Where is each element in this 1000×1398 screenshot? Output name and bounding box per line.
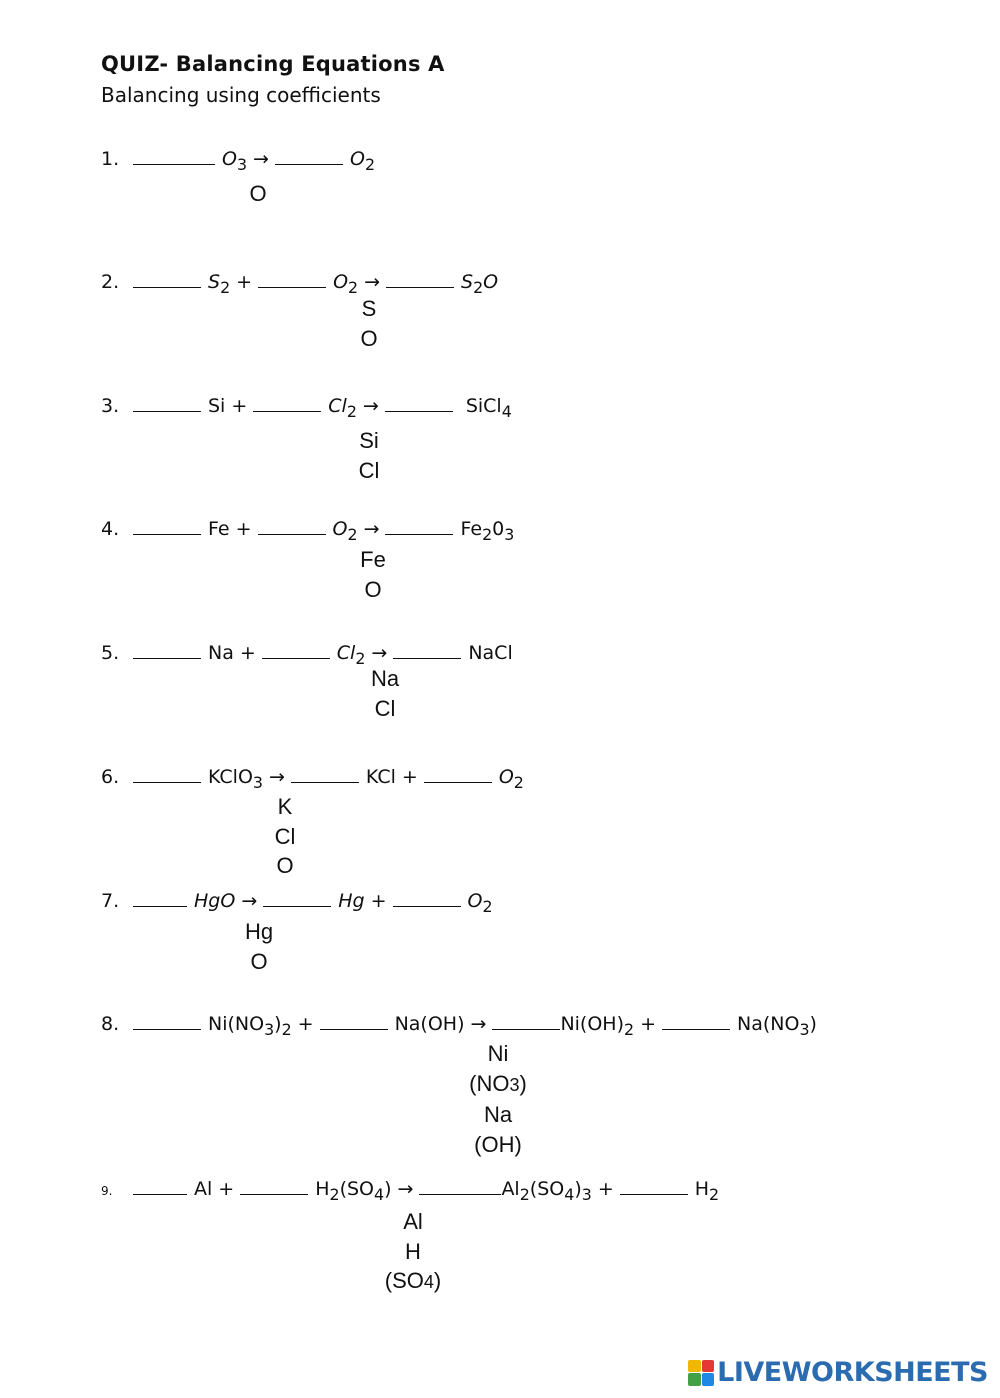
reaction-arrow: → bbox=[397, 1178, 414, 1200]
equation-6: 6.KClO3→KCl+O2 bbox=[101, 764, 524, 792]
tally-element: Cl bbox=[374, 695, 396, 721]
atom-tally: Al H (SO4) bbox=[377, 1207, 449, 1298]
equation-9: 9.Al+H2(SO4)→Al2(SO4)3+H2 bbox=[101, 1176, 720, 1204]
equation-3: 3.Si+Cl2→SiCl4 bbox=[101, 393, 512, 421]
question-number: 3. bbox=[101, 395, 120, 417]
atom-tally: S O bbox=[349, 294, 389, 353]
question-number: 6. bbox=[101, 766, 120, 788]
question-number: 2. bbox=[101, 271, 120, 293]
tally-element: Si bbox=[359, 428, 379, 453]
tally-element: Fe bbox=[360, 547, 386, 572]
tally-element: (OH) bbox=[474, 1131, 522, 1157]
quiz-subtitle: Balancing using coefficients bbox=[101, 83, 381, 107]
brand-text: LIVEWORKSHEETS bbox=[717, 1357, 988, 1388]
coefficient-blank[interactable] bbox=[133, 888, 187, 907]
liveworksheets-logo: LIVEWORKSHEETS bbox=[688, 1359, 988, 1386]
coefficient-blank[interactable] bbox=[133, 269, 201, 288]
coefficient-blank[interactable] bbox=[133, 640, 201, 659]
equation-8: 8.Ni(NO3)2+Na(OH)→Ni(OH)2+Na(NO3) bbox=[101, 1011, 817, 1039]
coefficient-blank[interactable] bbox=[393, 640, 462, 659]
coefficient-blank[interactable] bbox=[319, 1011, 388, 1030]
coefficient-blank[interactable] bbox=[257, 516, 326, 535]
coefficient-blank[interactable] bbox=[419, 1176, 502, 1195]
question-number: 9. bbox=[101, 1184, 113, 1198]
coefficient-blank[interactable] bbox=[133, 764, 201, 783]
question-number: 5. bbox=[101, 642, 120, 664]
tally-element: K bbox=[277, 794, 293, 819]
question-number: 8. bbox=[101, 1013, 120, 1035]
reaction-arrow: → bbox=[269, 766, 285, 788]
tally-element: H bbox=[405, 1238, 421, 1264]
tally-element: O bbox=[250, 948, 268, 974]
coefficient-blank[interactable] bbox=[384, 393, 453, 412]
coefficient-blank[interactable] bbox=[385, 516, 454, 535]
atom-tally: Hg O bbox=[236, 917, 282, 976]
atom-tally: K Cl O bbox=[265, 792, 305, 881]
reaction-arrow: → bbox=[364, 271, 381, 293]
reaction-arrow: → bbox=[363, 518, 380, 540]
question-number: 1. bbox=[101, 148, 120, 170]
coefficient-blank[interactable] bbox=[392, 888, 461, 907]
equation-4: 4.Fe+O2→Fe203 bbox=[101, 516, 515, 544]
coefficient-blank[interactable] bbox=[290, 764, 359, 783]
equation-1: 1.O3→O2 bbox=[101, 146, 376, 174]
equation-7: 7.HgO→Hg+O2 bbox=[101, 888, 493, 916]
coefficient-blank[interactable] bbox=[133, 146, 215, 165]
tally-element: Al bbox=[403, 1209, 423, 1234]
tally-element: O bbox=[364, 576, 382, 602]
coefficient-blank[interactable] bbox=[386, 269, 455, 288]
reaction-arrow: → bbox=[253, 148, 269, 170]
tally-element: O bbox=[249, 181, 267, 206]
coefficient-blank[interactable] bbox=[423, 764, 492, 783]
coefficient-blank[interactable] bbox=[263, 888, 332, 907]
coefficient-blank[interactable] bbox=[662, 1011, 730, 1030]
coefficient-blank[interactable] bbox=[133, 1011, 201, 1030]
tally-element: Ni bbox=[487, 1041, 509, 1066]
reaction-arrow: → bbox=[241, 890, 258, 912]
coefficient-blank[interactable] bbox=[274, 146, 343, 165]
coefficient-blank[interactable] bbox=[619, 1176, 688, 1195]
tally-element: Na bbox=[370, 666, 400, 691]
equation-2: 2.S2+O2→S2O bbox=[101, 269, 499, 297]
coefficient-blank[interactable] bbox=[492, 1011, 561, 1030]
liveworksheets-icon bbox=[688, 1359, 715, 1386]
tally-element: Na bbox=[483, 1102, 513, 1127]
tally-element: O bbox=[276, 853, 294, 878]
coefficient-blank[interactable] bbox=[253, 393, 322, 412]
tally-element: Cl bbox=[358, 457, 380, 483]
tally-element: Cl bbox=[274, 823, 296, 849]
coefficient-blank[interactable] bbox=[261, 640, 330, 659]
reaction-arrow: → bbox=[470, 1013, 487, 1035]
coefficient-blank[interactable] bbox=[133, 516, 201, 535]
atom-tally: Ni (NO3) Na (OH) bbox=[462, 1039, 534, 1159]
tally-element: O bbox=[360, 325, 378, 351]
coefficient-blank[interactable] bbox=[133, 1176, 187, 1195]
tally-element: (NO3) bbox=[469, 1070, 527, 1096]
tally-element: (SO4) bbox=[384, 1268, 442, 1293]
question-number: 7. bbox=[101, 890, 120, 912]
atom-tally: Fe O bbox=[353, 545, 393, 604]
equation-5: 5.Na+Cl2→NaCl bbox=[101, 640, 513, 668]
atom-tally: O bbox=[238, 179, 278, 209]
question-number: 4. bbox=[101, 518, 120, 540]
atom-tally: Si Cl bbox=[349, 426, 389, 485]
atom-tally: Na Cl bbox=[361, 664, 409, 723]
tally-element: Hg bbox=[244, 919, 274, 944]
reaction-arrow: → bbox=[362, 395, 379, 417]
coefficient-blank[interactable] bbox=[133, 393, 201, 412]
coefficient-blank[interactable] bbox=[258, 269, 327, 288]
tally-element: S bbox=[361, 296, 377, 321]
reaction-arrow: → bbox=[371, 642, 388, 664]
coefficient-blank[interactable] bbox=[240, 1176, 309, 1195]
quiz-title: QUIZ- Balancing Equations A bbox=[101, 52, 445, 76]
